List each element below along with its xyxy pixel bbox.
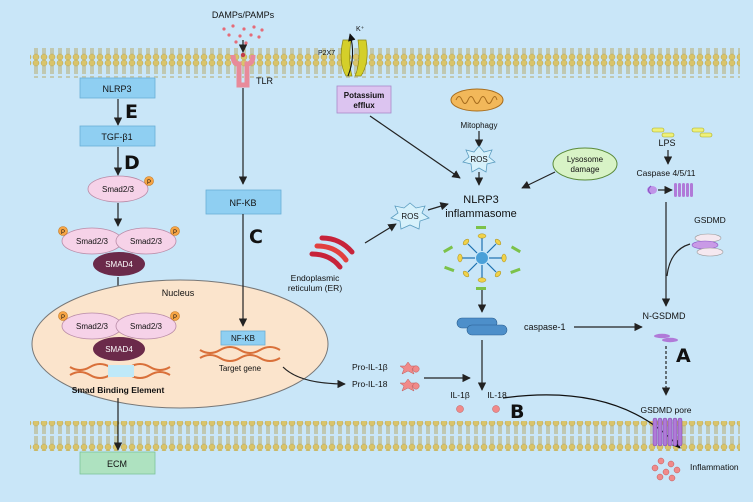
phospho-1: P	[147, 180, 151, 186]
letter-e: E	[125, 101, 138, 123]
gsdmd-icon	[691, 233, 724, 257]
smad-complex-cytoplasm	[61, 227, 177, 276]
er-label-2: reticulum (ER)	[288, 283, 342, 293]
ros-label-er: ROS	[401, 212, 418, 221]
mitochondrion-icon	[450, 88, 504, 112]
letter-a: A	[676, 345, 691, 367]
damps-particles	[222, 24, 264, 45]
ecm-box-label: ECM	[107, 459, 127, 469]
smad23-c1: Smad2/3	[76, 237, 109, 246]
potassium-efflux-box	[336, 85, 392, 114]
smad23-single-label: Smad2/3	[102, 185, 135, 194]
smad23-n2: Smad2/3	[130, 322, 163, 331]
smad23-n1: Smad2/3	[76, 322, 109, 331]
tgfb1-box-label: TGF-β1	[101, 132, 132, 142]
phospho-3: P	[173, 230, 177, 236]
nucleus-label: Nucleus	[162, 288, 195, 298]
mitophagy-label: Mitophagy	[461, 121, 498, 130]
nfkb-box	[205, 189, 282, 215]
target-gene-dna	[199, 346, 281, 362]
bottom-membrane	[30, 421, 740, 451]
sbe-label: Smad Binding Element	[72, 385, 165, 395]
nlrp3-box-label: NLRP3	[102, 84, 131, 94]
letter-c: C	[249, 226, 263, 248]
n-gsdmd-label: N-GSDMD	[643, 311, 686, 321]
smad-complex-nucleus	[61, 312, 177, 361]
smad4-n: SMAD4	[105, 345, 133, 354]
il18-dot	[492, 405, 500, 413]
nlrp3-inflammasome-label-1: NLRP3	[463, 194, 498, 206]
er-icon	[309, 235, 355, 270]
il1b-dot	[456, 405, 464, 413]
target-gene-label: Target gene	[219, 364, 262, 373]
cytokine-release-dots	[651, 457, 681, 482]
er-label-1: Endoplasmic	[291, 273, 340, 283]
letter-b: B	[510, 401, 524, 423]
letter-d: D	[124, 152, 140, 174]
pro-il-icons	[399, 361, 420, 392]
ros-burst-mito	[462, 145, 496, 173]
lps-icon	[651, 127, 713, 138]
smad23-c2: Smad2/3	[130, 237, 163, 246]
il1b-label: IL-1β	[450, 390, 470, 400]
caspase4511-label: Caspase 4/5/11	[637, 168, 696, 178]
gsdmd-label: GSDMD	[694, 215, 726, 225]
lysosome-label-2: damage	[571, 165, 600, 174]
gsdmd-pore-icon	[652, 417, 683, 447]
smad23-single	[87, 175, 149, 203]
tgfb1-box	[79, 125, 156, 147]
il18-label: IL-18	[487, 390, 507, 400]
nlrp3-box	[79, 77, 156, 99]
smad4-c: SMAD4	[105, 260, 133, 269]
caspase4511-icon	[647, 183, 693, 197]
phospho-4: P	[61, 315, 65, 321]
ros-label-mito: ROS	[470, 155, 487, 164]
damps-label: DAMPs/PAMPs	[212, 10, 275, 20]
sbe-dna	[69, 363, 171, 379]
potassium-label-1: Potassium	[344, 91, 384, 100]
gsdmd-pore-label: GSDMD pore	[640, 405, 691, 415]
ecm-box	[79, 451, 156, 475]
lps-label: LPS	[658, 138, 675, 148]
ros-burst-er	[390, 202, 430, 230]
tlr-label: TLR	[256, 76, 274, 86]
lysosome-label-1: Lysosome	[567, 155, 604, 164]
inflammation-label: Inflammation	[690, 462, 739, 472]
pro-il1b-label: Pro-IL-1β	[352, 362, 388, 372]
phospho-5: P	[173, 315, 177, 321]
nfkb-nuclear-box	[220, 330, 266, 346]
nfkb-box-label: NF-KB	[230, 198, 257, 208]
phospho-2: P	[61, 230, 65, 236]
pro-il18-label: Pro-IL-18	[352, 379, 388, 389]
caspase-1-icon	[456, 317, 508, 336]
p2x7-channel	[340, 33, 368, 77]
p2x7-label: P2X7	[318, 50, 335, 57]
nfkb-nuclear-label: NF-KB	[231, 334, 255, 343]
n-gsdmd-icon	[654, 333, 678, 343]
tlr-receptor	[230, 52, 256, 88]
inflammasome-assembly-icon	[443, 226, 521, 290]
top-membrane	[30, 48, 740, 78]
lysosome-damage	[552, 147, 618, 181]
potassium-label-2: efflux	[353, 101, 375, 110]
caspase-1-label: caspase-1	[524, 322, 566, 332]
k-ion-label: K⁺	[356, 26, 365, 33]
nlrp3-inflammasome-label-2: inflammasome	[445, 208, 517, 220]
